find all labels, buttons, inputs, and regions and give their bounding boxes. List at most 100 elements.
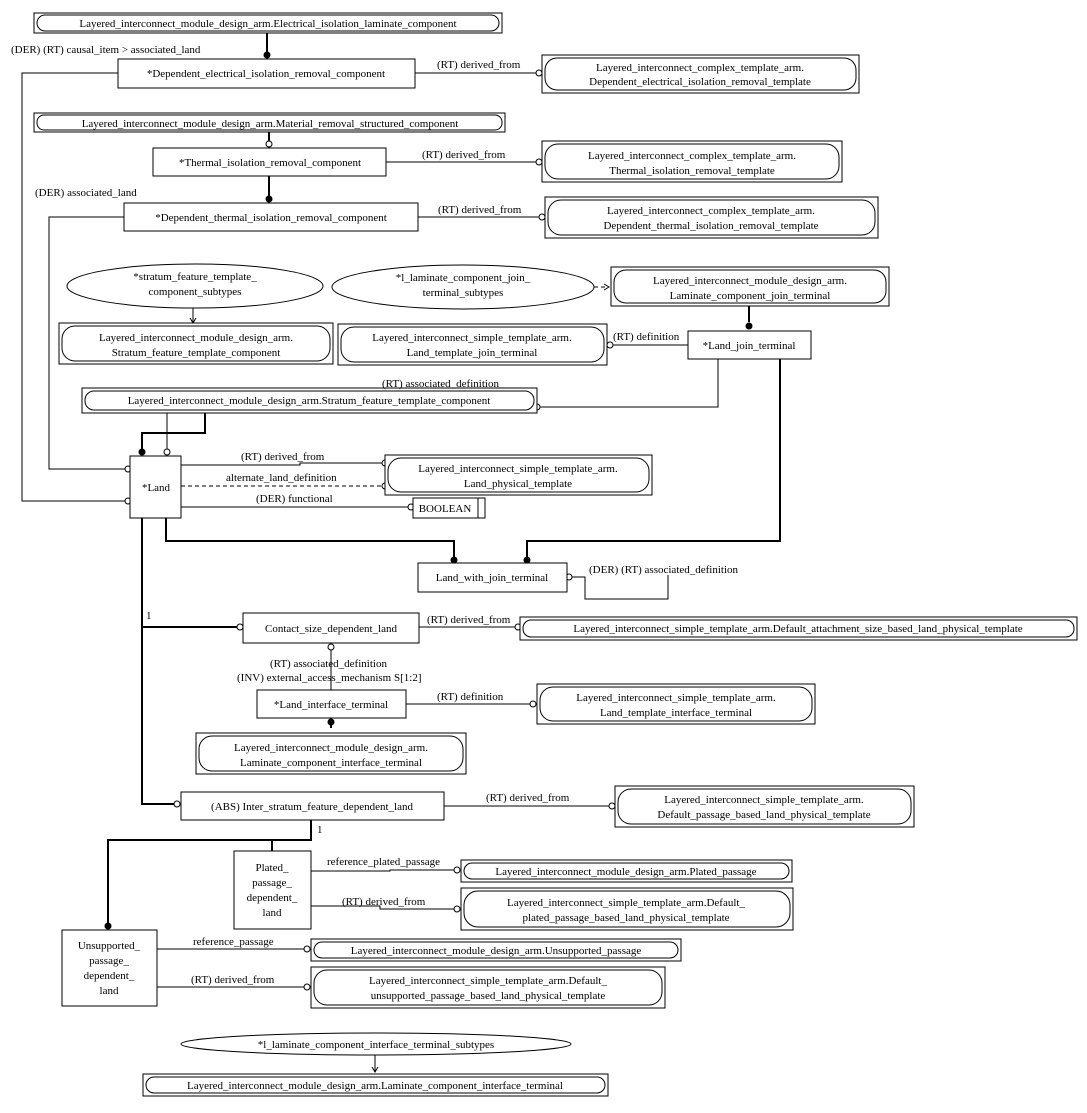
- entity-label: *Dependent_electrical_isolation_removal_…: [147, 68, 385, 80]
- entity-label-line-2: Dependent_electrical_isolation_removal_t…: [589, 76, 811, 88]
- entity-thermal-isolation-removal-template[interactable]: Layered_interconnect_complex_template_ar…: [541, 140, 843, 183]
- open-end-marker: [535, 69, 543, 77]
- relation-label-definition: (RT) definition: [437, 691, 504, 703]
- entity-label-line-1: Layered_interconnect_complex_template_ar…: [596, 62, 804, 74]
- entity-label-line-1: Layered_interconnect_simple_template_arm…: [372, 332, 572, 344]
- causal-item-line: [21, 72, 128, 502]
- relation-label-derived-from: (RT) derived_from: [241, 451, 325, 463]
- entity-default-plated-passage-based-land-physical-template[interactable]: Layered_interconnect_simple_template_arm…: [460, 887, 794, 931]
- entity-land-with-join-terminal[interactable]: Land_with_join_terminal: [417, 562, 568, 593]
- arrow-marker: [371, 1066, 379, 1073]
- entity-label-line-3: dependent_: [84, 970, 135, 982]
- entity-label: Land_with_join_terminal: [436, 572, 548, 584]
- entity-thermal-isolation-removal-component[interactable]: *Thermal_isolation_removal_component: [152, 147, 387, 177]
- open-end-marker: [327, 643, 335, 651]
- entity-laminate-component-join-terminal[interactable]: Layered_interconnect_module_design_arm. …: [610, 266, 890, 307]
- arrow-marker: [603, 283, 610, 291]
- open-end-marker: [453, 905, 461, 913]
- subtype-line-join-to-land-with-join: [526, 359, 781, 559]
- entity-label: Layered_interconnect_module_design_arm.L…: [187, 1080, 563, 1092]
- entity-label: Layered_interconnect_module_design_arm.M…: [82, 118, 459, 130]
- entity-label-line-1: Layered_interconnect_simple_template_arm…: [507, 897, 745, 909]
- associated-definition-line-1: [538, 359, 719, 408]
- entity-label: *Dependent_thermal_isolation_removal_com…: [155, 212, 387, 224]
- entity-label-line-2: Land_template_join_terminal: [407, 347, 538, 359]
- entity-plated-passage[interactable]: Layered_interconnect_module_design_arm.P…: [460, 859, 793, 883]
- entity-land-physical-template[interactable]: Layered_interconnect_simple_template_arm…: [384, 454, 653, 496]
- filled-end-marker: [450, 556, 458, 564]
- reference-plated-passage-line: [311, 869, 456, 872]
- type-boolean[interactable]: BOOLEAN: [412, 497, 486, 519]
- filled-end-marker: [263, 51, 271, 59]
- entity-land-join-terminal[interactable]: *Land_join_terminal: [687, 330, 812, 360]
- entity-dependent-electrical-isolation-removal-template[interactable]: Layered_interconnect_complex_template_ar…: [541, 54, 860, 94]
- entity-boxes: Layered_interconnect_module_design_arm.E…: [33, 12, 1078, 1097]
- filled-end-marker: [138, 448, 146, 456]
- entity-label: Contact_size_dependent_land: [265, 623, 397, 635]
- entity-label-line-2: Laminate_component_interface_terminal: [240, 757, 422, 769]
- entity-label-line-1: Layered_interconnect_module_design_arm.: [653, 275, 847, 287]
- entity-stratum-feature-template-component-ref[interactable]: Layered_interconnect_module_design_arm.S…: [81, 387, 538, 414]
- entity-label-line-4: land: [263, 907, 282, 919]
- relation-labels: (DER) (RT) causal_item > associated_land…: [11, 44, 739, 986]
- entity-stratum-feature-template-component[interactable]: Layered_interconnect_module_design_arm. …: [58, 322, 334, 365]
- open-end-marker: [538, 213, 546, 221]
- entity-plated-passage-dependent-land[interactable]: Plated_ passage_ dependent_ land: [233, 850, 312, 930]
- entity-label-line-3: dependent_: [247, 892, 298, 904]
- entity-label-line-2: Stratum_feature_template_component: [112, 347, 281, 359]
- entity-contact-size-dependent-land[interactable]: Contact_size_dependent_land: [242, 612, 420, 644]
- entity-land-template-interface-terminal[interactable]: Layered_interconnect_simple_template_arm…: [536, 683, 816, 725]
- select-stratum-feature-template-component-subtypes[interactable]: *stratum_feature_template_ component_sub…: [66, 263, 324, 309]
- entity-laminate-component-interface-terminal-ref[interactable]: Layered_interconnect_module_design_arm.L…: [142, 1073, 609, 1097]
- open-end-marker: [173, 800, 181, 808]
- relation-label-derived-from: (RT) derived_from: [438, 204, 522, 216]
- entity-label: Layered_interconnect_module_design_arm.U…: [351, 945, 642, 957]
- entity-label-line-1: Layered_interconnect_simple_template_arm…: [664, 794, 864, 806]
- entity-label-line-1: Layered_interconnect_complex_template_ar…: [607, 205, 815, 217]
- relation-label-associated-definition: (RT) associated_definition: [382, 378, 499, 390]
- entity-unsupported-passage-dependent-land[interactable]: Unsupported_ passage_ dependent_ land: [61, 929, 158, 1007]
- cardinality-label: 1: [146, 610, 152, 622]
- filled-end-marker: [104, 922, 112, 930]
- relation-label-reference-passage: reference_passage: [193, 936, 274, 948]
- entity-inter-stratum-feature-dependent-land[interactable]: (ABS) Inter_stratum_feature_dependent_la…: [180, 791, 445, 821]
- entity-label-line-2: Land_physical_template: [464, 478, 572, 490]
- open-end-marker: [236, 623, 244, 631]
- entity-land-template-join-terminal[interactable]: Layered_interconnect_simple_template_arm…: [337, 323, 608, 366]
- entity-electrical-isolation-laminate-component[interactable]: Layered_interconnect_module_design_arm.E…: [33, 12, 503, 34]
- relation-label-alternate-land-definition: alternate_land_definition: [226, 472, 337, 484]
- entity-label-line-2: unsupported_passage_based_land_physical_…: [371, 990, 606, 1002]
- select-l-laminate-component-interface-terminal-subtypes[interactable]: *l_laminate_component_interface_terminal…: [180, 1032, 572, 1056]
- entity-dependent-thermal-isolation-removal-component[interactable]: *Dependent_thermal_isolation_removal_com…: [123, 202, 419, 232]
- entity-label: *Land: [142, 482, 171, 494]
- entity-default-passage-based-land-physical-template[interactable]: Layered_interconnect_simple_template_arm…: [614, 785, 915, 828]
- entity-unsupported-passage[interactable]: Layered_interconnect_module_design_arm.U…: [310, 938, 682, 962]
- entity-land[interactable]: *Land: [129, 455, 182, 519]
- associated-definition-line-2: [571, 575, 669, 600]
- entity-material-removal-structured-component[interactable]: Layered_interconnect_module_design_arm.M…: [33, 112, 506, 133]
- entity-label-line-1: Layered_interconnect_simple_template_arm…: [418, 463, 618, 475]
- derived-from-line-4: [181, 462, 384, 466]
- entity-dependent-thermal-isolation-removal-template[interactable]: Layered_interconnect_complex_template_ar…: [544, 196, 879, 239]
- entity-label-line-1: Layered_interconnect_module_design_arm.: [99, 332, 293, 344]
- relation-label-derived-from: (RT) derived_from: [427, 614, 511, 626]
- entity-default-attachment-size-based-land-physical-template[interactable]: Layered_interconnect_simple_template_arm…: [519, 616, 1078, 641]
- open-end-marker: [453, 866, 461, 874]
- filled-end-marker: [523, 556, 531, 564]
- entity-land-interface-terminal[interactable]: *Land_interface_terminal: [256, 689, 407, 719]
- select-label-line-1: *stratum_feature_template_: [133, 271, 257, 283]
- select-l-laminate-component-join-terminal-subtypes[interactable]: *l_laminate_component_join_ terminal_sub…: [331, 264, 595, 310]
- entity-label-line-1: Layered_interconnect_simple_template_arm…: [576, 692, 776, 704]
- open-end-marker: [163, 448, 171, 456]
- relation-label-associated-definition: (RT) associated_definition: [270, 658, 387, 670]
- relation-label-causal-item: (DER) (RT) causal_item > associated_land: [11, 44, 201, 56]
- entity-default-unsupported-passage-based-land-physical-template[interactable]: Layered_interconnect_simple_template_arm…: [310, 966, 666, 1009]
- entity-label-line-2: passage_: [252, 877, 292, 889]
- entity-dependent-electrical-isolation-removal-component[interactable]: *Dependent_electrical_isolation_removal_…: [117, 58, 416, 89]
- entity-label: *Land_join_terminal: [703, 340, 796, 352]
- subtype-trunk-land: [141, 518, 175, 805]
- entity-laminate-component-interface-terminal[interactable]: Layered_interconnect_module_design_arm. …: [195, 732, 467, 775]
- select-label-line-2: component_subtypes: [149, 286, 242, 298]
